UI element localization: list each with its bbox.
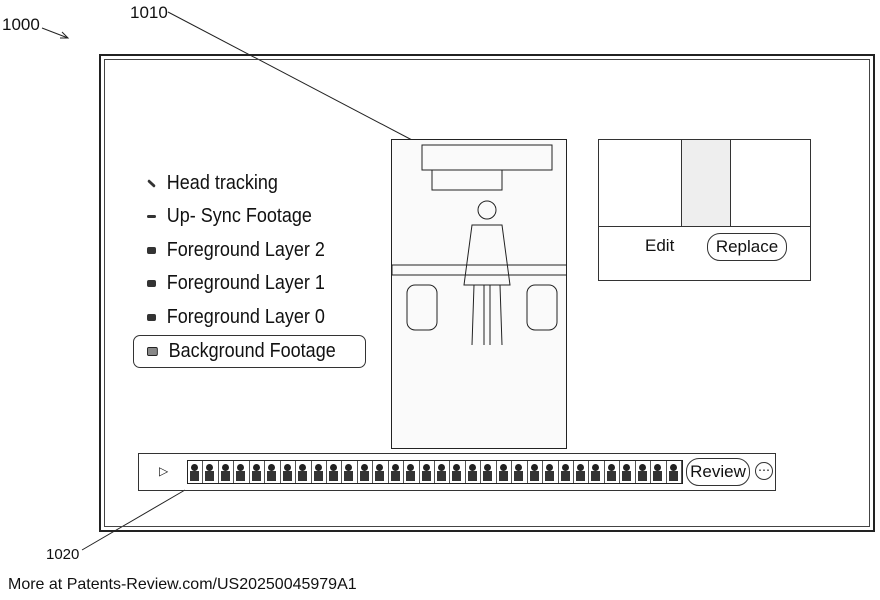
timeline-frame[interactable]	[312, 461, 327, 483]
video-preview[interactable]	[391, 139, 567, 449]
play-icon[interactable]: ▷	[159, 464, 168, 478]
timeline-frame[interactable]	[327, 461, 342, 483]
timeline-frame[interactable]	[450, 461, 465, 483]
timeline-frame[interactable]	[528, 461, 543, 483]
more-options-button[interactable]: ⋯	[755, 462, 773, 480]
image-icon	[147, 347, 158, 356]
layer-label: Foreground Layer 1	[167, 272, 325, 295]
timeline-frame[interactable]	[281, 461, 296, 483]
timeline-frame[interactable]	[265, 461, 280, 483]
timeline-frame[interactable]	[497, 461, 512, 483]
layer-background-footage[interactable]: Background Footage	[147, 340, 336, 363]
timeline-frame[interactable]	[589, 461, 604, 483]
scene-illustration	[392, 140, 567, 449]
timeline-frame[interactable]	[620, 461, 635, 483]
timeline-frame[interactable]	[636, 461, 651, 483]
timeline-frame[interactable]	[342, 461, 357, 483]
timeline-frame[interactable]	[203, 461, 218, 483]
layer-icon	[147, 280, 156, 287]
timeline-frame[interactable]	[574, 461, 589, 483]
timeline-frame[interactable]	[250, 461, 265, 483]
layer-label: Background Footage	[169, 340, 336, 363]
timeline-frame[interactable]	[466, 461, 481, 483]
layer-label: Foreground Layer 0	[167, 306, 325, 329]
timeline-frame[interactable]	[188, 461, 203, 483]
layer-label: Foreground Layer 2	[167, 239, 325, 262]
timeline-frame[interactable]	[234, 461, 249, 483]
timeline-frame[interactable]	[512, 461, 527, 483]
timeline-frame[interactable]	[296, 461, 311, 483]
timeline-frame[interactable]	[219, 461, 234, 483]
layer-label: Head tracking	[167, 172, 278, 195]
timeline-ref: 1020	[46, 546, 79, 563]
timeline: ▷ Review ⋯	[138, 453, 776, 491]
timeline-frame[interactable]	[667, 461, 682, 483]
timeline-frame[interactable]	[481, 461, 496, 483]
source-footer: More at Patents-Review.com/US20250045979…	[8, 576, 357, 594]
divider	[599, 226, 810, 227]
timeline-frame[interactable]	[559, 461, 574, 483]
layer-foreground-2[interactable]: Foreground Layer 2	[147, 239, 325, 262]
layer-lip-sync[interactable]: Up- Sync Footage	[147, 205, 312, 228]
head-tracking-icon	[147, 179, 156, 188]
frame-strip[interactable]	[187, 460, 683, 484]
lip-sync-icon	[147, 215, 156, 218]
layer-label: Up- Sync Footage	[167, 205, 312, 228]
review-button[interactable]: Review	[686, 458, 750, 486]
timeline-frame[interactable]	[373, 461, 388, 483]
layer-foreground-1[interactable]: Foreground Layer 1	[147, 272, 325, 295]
layer-head-tracking[interactable]: Head tracking	[147, 172, 278, 195]
timeline-frame[interactable]	[420, 461, 435, 483]
layer-icon	[147, 247, 156, 254]
timeline-frame[interactable]	[435, 461, 450, 483]
asset-panel: Edit Replace	[598, 139, 811, 281]
replace-button[interactable]: Replace	[707, 233, 787, 261]
timeline-frame[interactable]	[358, 461, 373, 483]
timeline-frame[interactable]	[651, 461, 666, 483]
layer-foreground-0[interactable]: Foreground Layer 0	[147, 306, 325, 329]
video-ref: 1010	[130, 3, 168, 23]
timeline-frame[interactable]	[404, 461, 419, 483]
timeline-frame[interactable]	[543, 461, 558, 483]
edit-button[interactable]: Edit	[645, 236, 674, 256]
asset-thumbnail[interactable]	[681, 140, 731, 226]
timeline-frame[interactable]	[605, 461, 620, 483]
timeline-frame[interactable]	[389, 461, 404, 483]
layer-icon	[147, 314, 156, 321]
